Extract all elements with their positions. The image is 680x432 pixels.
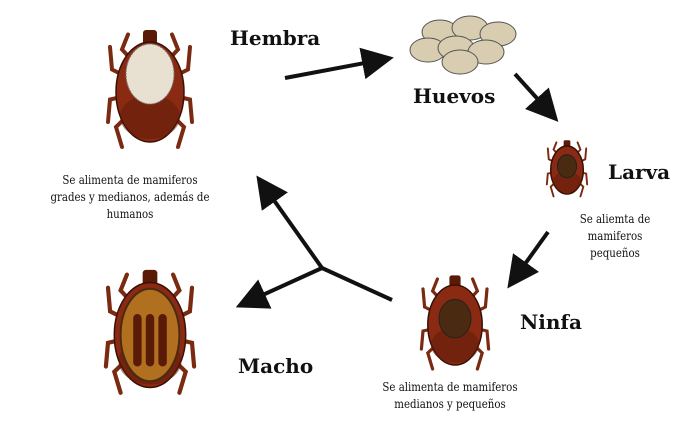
scutum	[556, 154, 578, 179]
note-line: pequeños	[590, 246, 640, 260]
note-ninfa: Se alimenta de mamiferos medianos y pequ…	[374, 379, 527, 413]
arrow-hembra-to-huevos	[284, 47, 394, 80]
scutum	[125, 43, 175, 105]
note-line: Se alimenta de mamiferos	[382, 380, 518, 394]
festoon	[158, 314, 167, 367]
body-shade	[431, 327, 479, 363]
note-line: medianos y pequeños	[394, 397, 506, 411]
eggs-illustration	[409, 15, 517, 75]
scutum	[438, 298, 472, 339]
body-shade	[552, 171, 582, 193]
arrow-junction-to-hembra	[256, 175, 324, 270]
arrow-huevos-to-larva	[513, 72, 559, 122]
festoon	[133, 314, 142, 367]
egg	[441, 49, 479, 75]
note-line: grades y medianos, además de	[50, 190, 210, 204]
note-line: humanos	[106, 207, 154, 221]
tick-ninfa	[419, 275, 491, 371]
tick-hembra	[106, 30, 194, 149]
note-line: mamiferos	[587, 229, 643, 243]
label-hembra: Hembra	[230, 26, 321, 50]
label-ninfa: Ninfa	[520, 310, 582, 334]
label-macho: Macho	[238, 354, 314, 378]
arrow-larva-to-ninfa	[507, 230, 550, 289]
tick-macho	[103, 269, 197, 395]
tick-larva	[545, 140, 589, 198]
label-larva: Larva	[608, 160, 671, 184]
arrow-junction-to-macho	[235, 266, 323, 309]
note-larva: Se aliemta de mamiferos pequeños	[568, 211, 662, 262]
note-line: Se alimenta de mamiferos	[62, 173, 198, 187]
note-line: Se aliemta de	[579, 212, 651, 226]
body-shade	[120, 95, 180, 139]
label-huevos: Huevos	[413, 84, 496, 108]
arrow-ninfa-to-junction	[321, 266, 393, 302]
note-hembra: Se alimenta de mamiferos grades y median…	[37, 172, 224, 223]
festoon	[145, 314, 155, 367]
